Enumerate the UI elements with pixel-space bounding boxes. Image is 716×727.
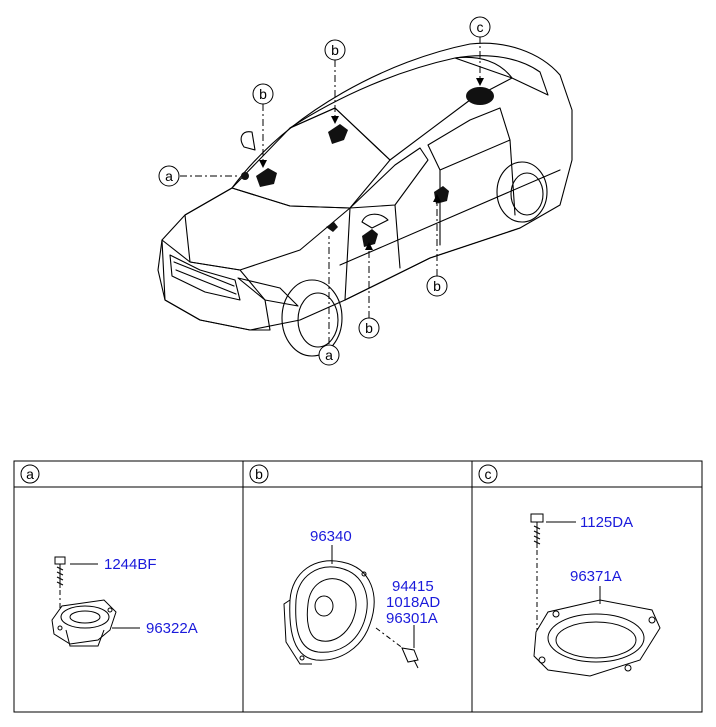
- callout-a-left: a: [158, 165, 180, 187]
- speaker-96340-drawing: [283, 560, 375, 665]
- car-illustration: [157, 42, 573, 357]
- callout-leaders: [180, 36, 481, 344]
- part-number-96340: 96340: [310, 528, 352, 545]
- svg-text:c: c: [477, 19, 484, 35]
- svg-text:c: c: [485, 466, 492, 482]
- part-number-96322a: 96322A: [146, 620, 198, 637]
- tweeter-96322a-drawing: [51, 599, 117, 647]
- part-number-94415: 94415: [392, 578, 434, 595]
- svg-text:b: b: [433, 278, 441, 294]
- callout-b-roof: b: [324, 39, 346, 61]
- callout-b-front-door: b: [358, 317, 380, 339]
- callout-arrowheads: [259, 78, 484, 250]
- part-number-1018ad: 1018AD: [386, 594, 440, 611]
- svg-text:a: a: [26, 466, 34, 482]
- column-header-b: b: [249, 464, 269, 484]
- part-number-1125da: 1125DA: [580, 514, 633, 531]
- part-number-1244bf: 1244BF: [104, 556, 157, 573]
- bolt-1125da-drawing: [530, 513, 544, 650]
- bolt-1244bf-drawing: [54, 556, 66, 612]
- screw-94415-drawing: [375, 627, 419, 669]
- svg-text:b: b: [259, 86, 267, 102]
- svg-text:b: b: [365, 320, 373, 336]
- column-header-a: a: [20, 464, 40, 484]
- parts-table: [13, 460, 703, 713]
- callout-c-top: c: [469, 16, 491, 38]
- bracket-96371a-drawing: [533, 599, 661, 677]
- svg-text:b: b: [331, 42, 339, 58]
- svg-text:b: b: [255, 466, 263, 482]
- callout-b-rear-door: b: [426, 275, 448, 297]
- part-number-96371a: 96371A: [570, 568, 622, 585]
- callout-b-dash: b: [252, 83, 274, 105]
- callout-a-bottom: a: [318, 344, 340, 366]
- part-number-96301a: 96301A: [386, 610, 438, 627]
- svg-text:a: a: [325, 347, 333, 363]
- svg-text:a: a: [165, 168, 173, 184]
- column-header-c: c: [478, 464, 498, 484]
- car-speaker-marks: [241, 87, 494, 247]
